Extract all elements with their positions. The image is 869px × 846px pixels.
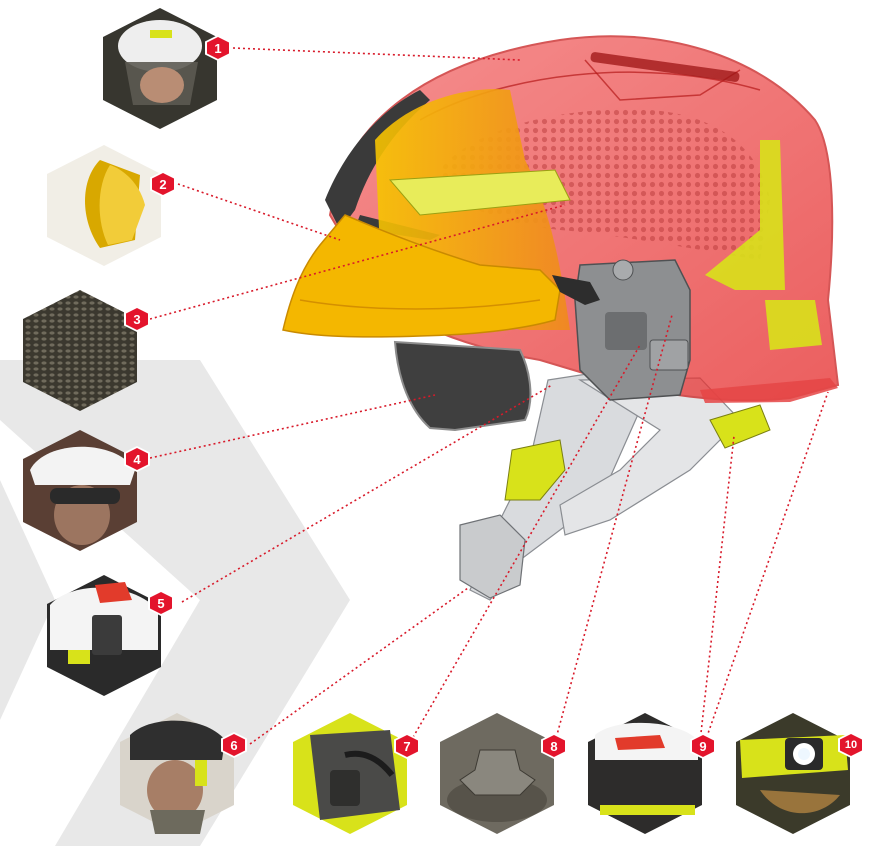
callout-2[interactable]: gold-visor-photo (47, 145, 161, 266)
callout-number-2: 2 (159, 176, 167, 192)
leader-line-3 (149, 204, 566, 320)
leader-line-7 (407, 344, 641, 747)
callout-number-6: 6 (230, 737, 238, 753)
leader-line-9 (699, 435, 735, 743)
chin-cup (459, 514, 526, 599)
strap-buckle (504, 439, 566, 501)
leader-line-5 (181, 384, 553, 603)
background-chevron-small (0, 480, 55, 720)
adapter-rail (649, 339, 689, 371)
callout-1[interactable]: face-shield-photo (103, 8, 217, 129)
leader-line-10 (704, 391, 829, 743)
helmet-illustration (282, 35, 840, 601)
callout-badge-4: 4 (124, 446, 150, 472)
callout-3[interactable]: mesh-liner-photo (23, 290, 137, 411)
callout-7[interactable]: mounting-lever-photo (293, 713, 407, 834)
leader-line-8 (554, 314, 673, 743)
leader-line-2 (177, 183, 341, 241)
callout-10[interactable]: lamp-photo (736, 713, 850, 834)
rear-adjuster (709, 404, 771, 449)
mounting-lever (552, 275, 600, 305)
callout-number-8: 8 (550, 738, 558, 754)
callout-number-7: 7 (403, 738, 411, 754)
reflective-patch-rear-lower (765, 300, 822, 350)
reflective-patch-rear (705, 140, 785, 290)
callout-9[interactable]: neck-curtain-photo (588, 713, 702, 834)
shell-ridge-2 (584, 59, 741, 101)
callout-number-4: 4 (133, 451, 141, 467)
adapter-clip (605, 312, 647, 350)
callout-8[interactable]: adjuster-knob-photo (440, 713, 554, 834)
callout-thumbnails: face-shield-photo gold-visor-photo mesh-… (23, 8, 850, 834)
top-vent (590, 52, 740, 82)
adapter-knob (612, 259, 634, 281)
face-shield-edge (299, 299, 541, 310)
leader-line-4 (149, 394, 436, 459)
callout-badge-3: 3 (124, 306, 150, 332)
reflective-patch-front (388, 169, 571, 216)
helmet-brim (700, 378, 838, 403)
callout-6[interactable]: chin-strap-photo (120, 713, 234, 834)
leader-line-1 (232, 47, 521, 61)
callout-number-1: 1 (214, 40, 222, 56)
leader-lines (149, 47, 829, 747)
eye-glasses (393, 340, 532, 432)
callout-number-5: 5 (157, 595, 165, 611)
callout-4[interactable]: eye-protection-photo (23, 430, 137, 551)
callout-number-10: 10 (844, 739, 858, 751)
callout-number-9: 9 (699, 738, 707, 754)
callout-5[interactable]: side-adapter-photo (47, 575, 161, 696)
callout-number-3: 3 (133, 311, 141, 327)
